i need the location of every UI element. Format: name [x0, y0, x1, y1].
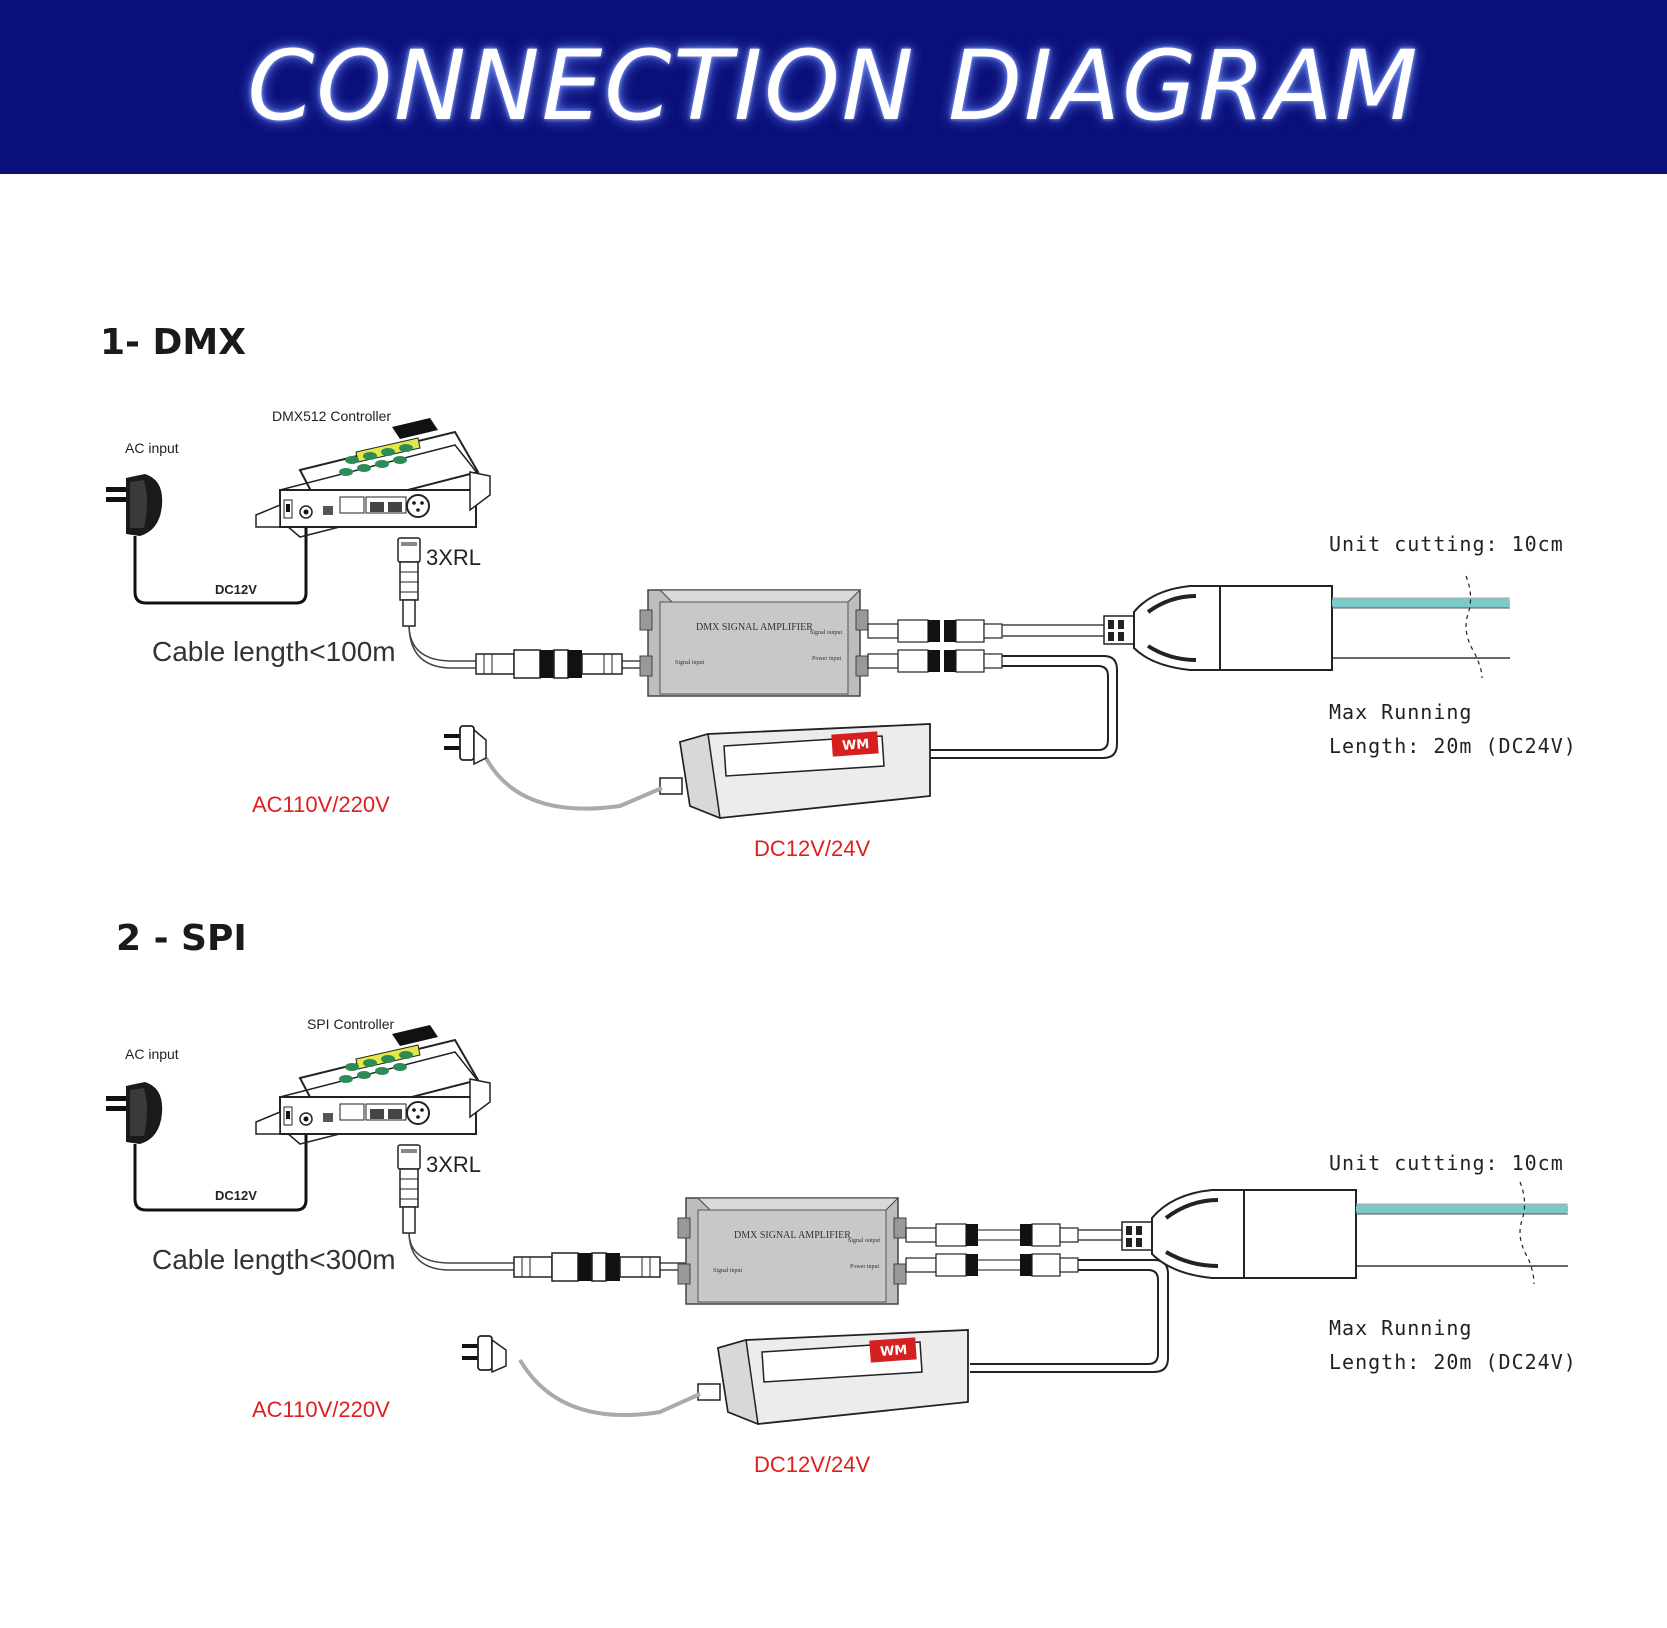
dmx-controller-device — [255, 418, 491, 538]
controller-label: DMX512 Controller — [272, 408, 392, 424]
unit-cutting-label: Unit cutting: 10cm — [1329, 1151, 1564, 1175]
ac-input-label: AC input — [125, 440, 179, 456]
mains-plug-icon — [444, 725, 487, 766]
connector-label: 3XRL — [426, 1152, 482, 1177]
psu-output-label: DC12V/24V — [754, 836, 871, 861]
amplifier-title: DMX SIGNAL AMPLIFIER — [696, 622, 813, 633]
section-dmx-diagram: DMX SIGNAL AMPLIFIER Signal input Signal… — [106, 418, 1510, 820]
output-connectors — [905, 1223, 1169, 1373]
cable-length-label: Cable length<100m — [152, 636, 396, 667]
xlr-connector-icon — [397, 1144, 421, 1234]
connector-label: 3XRL — [426, 545, 482, 570]
psu-output-label: DC12V/24V — [754, 1452, 871, 1477]
spi-controller-device — [255, 1025, 491, 1145]
psu-brand-logo: WM — [842, 737, 870, 754]
signal-input-connectors — [475, 649, 623, 679]
signal-input-text: Signal input — [713, 1268, 743, 1274]
mains-cable — [484, 757, 663, 811]
max-running-label: Max Running — [1329, 700, 1473, 724]
dc12v-label: DC12V — [215, 582, 257, 597]
ac-adapter-icon — [106, 474, 163, 536]
power-input-text: Power input — [850, 1264, 879, 1270]
neon-strip-icon — [1103, 575, 1510, 679]
section-spi-diagram: DMX SIGNAL AMPLIFIER Signal input Signal… — [106, 1025, 1568, 1426]
mains-cable — [518, 1358, 701, 1417]
psu-brand-logo: WM — [880, 1343, 908, 1360]
max-running-label: Max Running — [1329, 1316, 1473, 1340]
mains-plug-icon — [462, 1335, 507, 1374]
dc-cable — [133, 515, 308, 605]
signal-amplifier-device: DMX SIGNAL AMPLIFIER Signal input Signal… — [639, 589, 869, 697]
section-heading-dmx: 1- DMX — [100, 322, 246, 363]
controller-label: SPI Controller — [307, 1016, 395, 1032]
power-supply-device: WM — [659, 723, 931, 820]
header-banner: CONNECTION DIAGRAM — [0, 0, 1667, 174]
neon-strip-icon — [1121, 1181, 1568, 1285]
xlr-connector-icon — [397, 537, 421, 627]
signal-input-connectors — [513, 1252, 661, 1282]
ac-adapter-icon — [106, 1082, 163, 1144]
unit-cutting-label: Unit cutting: 10cm — [1329, 532, 1564, 556]
mains-voltage-label: AC110V/220V — [252, 1397, 390, 1422]
dc12v-label: DC12V — [215, 1188, 257, 1203]
power-supply-device: WM — [697, 1329, 969, 1426]
cable-length-label: Cable length<300m — [152, 1244, 396, 1275]
signal-output-text: Signal output — [810, 630, 843, 636]
amplifier-title: DMX SIGNAL AMPLIFIER — [734, 1230, 851, 1241]
page-title: CONNECTION DIAGRAM — [247, 30, 1420, 142]
signal-amplifier-device: DMX SIGNAL AMPLIFIER Signal input Signal… — [677, 1197, 907, 1305]
ac-input-label: AC input — [125, 1046, 179, 1062]
section-heading-spi: 2 - SPI — [116, 918, 247, 959]
signal-output-text: Signal output — [848, 1238, 881, 1244]
max-running-length-label: Length: 20m (DC24V) — [1329, 734, 1577, 758]
signal-input-text: Signal input — [675, 660, 705, 666]
dc-cable — [133, 1122, 308, 1212]
mains-voltage-label: AC110V/220V — [252, 792, 390, 817]
power-input-text: Power input — [812, 656, 841, 662]
max-running-length-label: Length: 20m (DC24V) — [1329, 1350, 1577, 1374]
output-connectors — [867, 619, 1118, 759]
